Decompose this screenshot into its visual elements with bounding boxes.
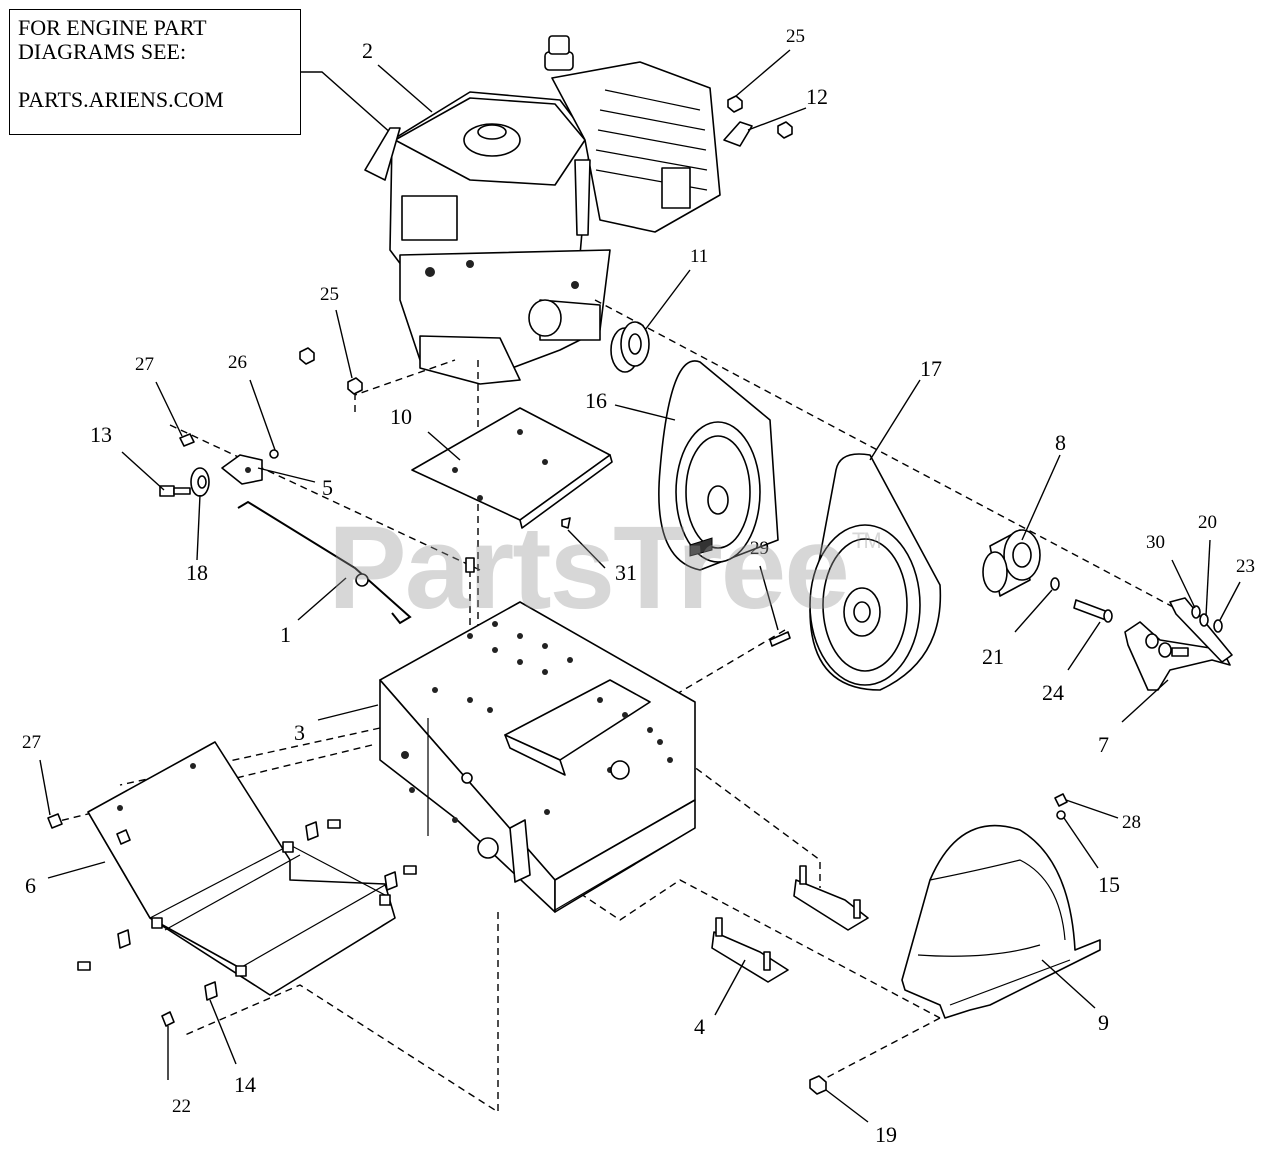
callout-25-left[interactable]: 25 — [320, 284, 339, 305]
pin-23[interactable] — [1213, 619, 1223, 633]
clip-26[interactable] — [269, 449, 279, 459]
note-line-1: FOR ENGINE PART — [18, 15, 207, 40]
nut-25-left[interactable] — [299, 347, 363, 395]
callout-26[interactable]: 26 — [228, 352, 247, 373]
engine-parts-note: FOR ENGINE PART DIAGRAMS SEE: PARTS.ARIE… — [9, 9, 301, 135]
cover-6[interactable] — [87, 741, 396, 996]
callout-27-top[interactable]: 27 — [135, 354, 154, 375]
bracket-4[interactable] — [711, 865, 869, 983]
engine-part[interactable] — [364, 35, 721, 385]
callout-13[interactable]: 13 — [90, 422, 112, 447]
bolt-29[interactable] — [769, 631, 791, 647]
callout-22[interactable]: 22 — [172, 1096, 191, 1117]
callout-11[interactable]: 11 — [690, 246, 708, 267]
callout-20[interactable]: 20 — [1198, 512, 1217, 533]
shaft-24[interactable] — [1073, 599, 1113, 623]
bolt-31[interactable] — [561, 517, 571, 529]
callout-3[interactable]: 3 — [294, 720, 305, 745]
callout-18[interactable]: 18 — [186, 560, 208, 585]
pin-21[interactable] — [1050, 577, 1060, 591]
frame-3[interactable] — [379, 601, 696, 913]
alignment-line — [821, 1017, 941, 1081]
callout-17[interactable]: 17 — [920, 356, 942, 381]
pin-30[interactable] — [1191, 605, 1201, 619]
callout-15[interactable]: 15 — [1098, 872, 1120, 897]
callout-8[interactable]: 8 — [1055, 430, 1066, 455]
callout-2[interactable]: 2 — [362, 38, 373, 63]
callout-5[interactable]: 5 — [322, 475, 333, 500]
pulley-11[interactable] — [610, 321, 650, 373]
shift-rod-1[interactable] — [237, 500, 412, 625]
callout-29[interactable]: 29 — [750, 538, 769, 559]
bracket-12[interactable] — [723, 121, 793, 147]
alignment-line — [169, 424, 481, 571]
note-line-2: DIAGRAMS SEE: — [18, 39, 187, 64]
cover-9[interactable] — [901, 824, 1101, 1019]
fastener-14-set[interactable] — [77, 819, 417, 1027]
callout-19[interactable]: 19 — [875, 1122, 897, 1147]
callout-14[interactable]: 14 — [234, 1072, 256, 1097]
callout-31[interactable]: 31 — [615, 560, 637, 585]
bracket-5[interactable] — [221, 454, 263, 485]
nut-19[interactable] — [809, 1075, 827, 1095]
callout-4[interactable]: 4 — [694, 1014, 705, 1039]
bolt-13[interactable] — [159, 485, 191, 497]
alignment-line — [354, 359, 456, 412]
pin-27-top[interactable] — [179, 433, 195, 447]
callout-6[interactable]: 6 — [25, 873, 36, 898]
bolt-center[interactable] — [465, 557, 475, 573]
callout-7[interactable]: 7 — [1098, 732, 1109, 757]
plate-10[interactable] — [411, 407, 613, 529]
belt-16[interactable] — [658, 360, 779, 571]
alignment-line — [184, 912, 499, 1114]
nut-25-top[interactable] — [727, 95, 743, 113]
alignment-line — [559, 879, 941, 1019]
callout-25-top[interactable]: 25 — [786, 26, 805, 47]
callout-10[interactable]: 10 — [390, 404, 412, 429]
callout-16[interactable]: 16 — [585, 388, 607, 413]
alignment-line — [594, 299, 1176, 609]
note-line-3: PARTS.ARIENS.COM — [18, 87, 224, 112]
alignment-line — [674, 629, 786, 696]
pin-27-left[interactable] — [47, 813, 63, 829]
note-leader — [301, 71, 411, 151]
callout-24[interactable]: 24 — [1042, 680, 1064, 705]
leader-lines — [39, 49, 1241, 1123]
belt-17[interactable] — [809, 453, 942, 691]
alignment-line — [589, 689, 821, 888]
pulley-8[interactable] — [982, 529, 1041, 597]
callout-1[interactable]: 1 — [280, 622, 291, 647]
callout-12[interactable]: 12 — [806, 84, 828, 109]
hardware-28-15[interactable] — [1054, 793, 1068, 820]
callout-numbers: 2 25 12 11 25 27 26 13 5 18 10 16 17 8 3… — [22, 26, 1255, 1147]
pin-20[interactable] — [1199, 613, 1209, 627]
callout-28[interactable]: 28 — [1122, 812, 1141, 833]
wheel-18[interactable] — [190, 467, 210, 497]
callout-27-left[interactable]: 27 — [22, 732, 41, 753]
alignment-line — [54, 744, 373, 823]
idler-arm-7[interactable] — [1124, 597, 1233, 691]
callout-21[interactable]: 21 — [982, 644, 1004, 669]
callout-30[interactable]: 30 — [1146, 532, 1165, 553]
callout-23[interactable]: 23 — [1236, 556, 1255, 577]
callout-9[interactable]: 9 — [1098, 1010, 1109, 1035]
